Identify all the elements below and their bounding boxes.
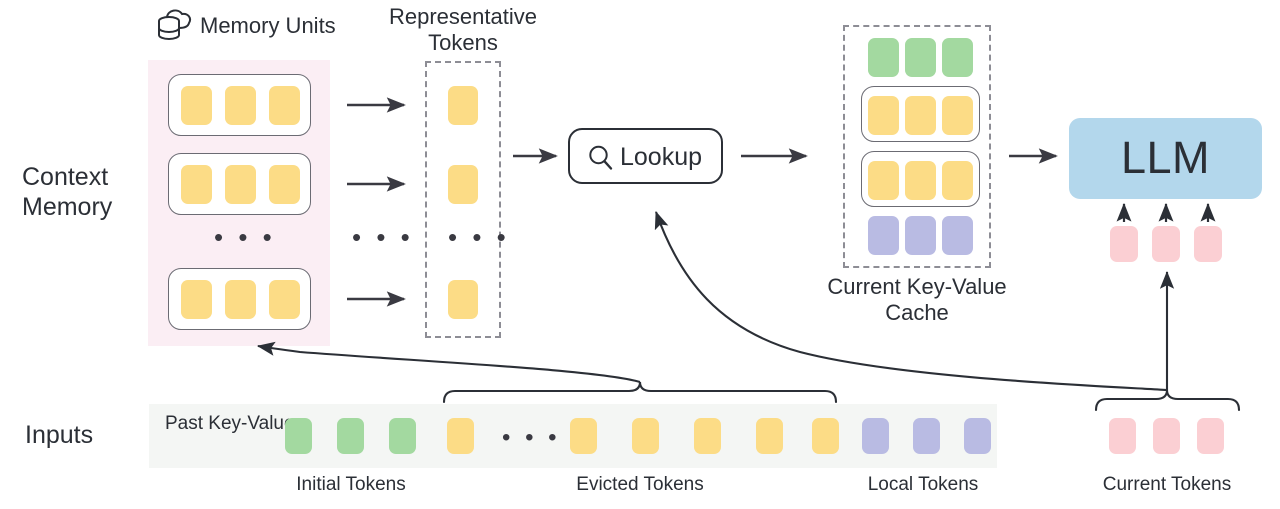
input-initial-token	[285, 418, 312, 454]
kv-retrieved-token	[868, 161, 899, 200]
memory-token	[269, 86, 300, 125]
memory-token	[225, 165, 256, 204]
memory-units-label: Memory Units	[200, 13, 336, 38]
memory-token	[225, 86, 256, 125]
input-current-token	[1197, 418, 1224, 454]
kv-local-token	[868, 216, 899, 255]
representative-tokens-box	[425, 61, 501, 338]
input-current-token	[1153, 418, 1180, 454]
search-icon	[586, 143, 616, 178]
llm-box[interactable]: LLM	[1069, 118, 1262, 199]
cloud-database-icon	[155, 4, 197, 46]
representative-token-3	[448, 280, 478, 319]
arrows-current-tokens-to-llm	[1116, 202, 1216, 222]
kv-retrieved-token	[905, 161, 936, 200]
representative-token-1	[448, 86, 478, 125]
current-kv-cache-label: Current Key-Value Cache	[827, 274, 1007, 325]
input-local-token	[862, 418, 889, 454]
input-initial-token	[337, 418, 364, 454]
memory-token	[181, 165, 212, 204]
kv-initial-token	[905, 38, 936, 77]
memory-token	[225, 280, 256, 319]
memory-token	[269, 165, 300, 204]
input-evicted-token	[447, 418, 474, 454]
brace-evicted-tokens	[442, 381, 838, 404]
input-local-token	[964, 418, 991, 454]
memory-token	[181, 86, 212, 125]
initial-tokens-caption: Initial Tokens	[296, 474, 406, 495]
llm-label: LLM	[1120, 132, 1211, 183]
kv-initial-token	[942, 38, 973, 77]
kv-initial-token	[868, 38, 899, 77]
input-evicted-token	[632, 418, 659, 454]
input-evicted-token	[694, 418, 721, 454]
memory-units-ellipsis: • • •	[214, 222, 276, 252]
memory-unit-3[interactable]	[168, 268, 311, 330]
input-evicted-token	[756, 418, 783, 454]
input-initial-token	[389, 418, 416, 454]
kv-local-token	[905, 216, 936, 255]
representative-tokens-ellipsis: • • •	[448, 222, 510, 252]
local-tokens-caption: Local Tokens	[867, 474, 979, 495]
llm-current-token	[1194, 226, 1222, 262]
input-local-token	[913, 418, 940, 454]
kv-retrieved-token	[868, 96, 899, 135]
inputs-row-label: Inputs	[25, 421, 94, 449]
memory-unit-1[interactable]	[168, 74, 311, 136]
input-evicted-token	[812, 418, 839, 454]
input-current-token	[1109, 418, 1136, 454]
llm-current-token	[1152, 226, 1180, 262]
llm-current-token	[1110, 226, 1138, 262]
kv-retrieved-token	[942, 96, 973, 135]
evicted-tokens-caption: Evicted Tokens	[576, 474, 704, 495]
representative-token-2	[448, 165, 478, 204]
kv-retrieved-unit-2	[861, 151, 980, 207]
past-key-value-label: Past Key-Value	[165, 413, 295, 434]
memory-token	[269, 280, 300, 319]
kv-retrieved-token	[905, 96, 936, 135]
arrow-evicted-to-context-memory	[256, 341, 641, 384]
current-tokens-caption: Current Tokens	[1102, 474, 1232, 495]
kv-local-token	[942, 216, 973, 255]
context-memory-row-label: Context Memory	[22, 163, 113, 221]
memory-token	[181, 280, 212, 319]
lookup-button[interactable]: Lookup	[568, 128, 723, 184]
lookup-label: Lookup	[620, 143, 703, 171]
arrows-column-ellipsis: • • •	[352, 222, 414, 252]
input-evicted-token	[570, 418, 597, 454]
memory-unit-2[interactable]	[168, 153, 311, 215]
kv-retrieved-unit-1	[861, 86, 980, 142]
kv-retrieved-token	[942, 161, 973, 200]
input-evicted-ellipsis: • • •	[502, 424, 561, 451]
representative-tokens-label: Representative Tokens	[389, 4, 537, 55]
brace-current-tokens	[1094, 389, 1241, 412]
